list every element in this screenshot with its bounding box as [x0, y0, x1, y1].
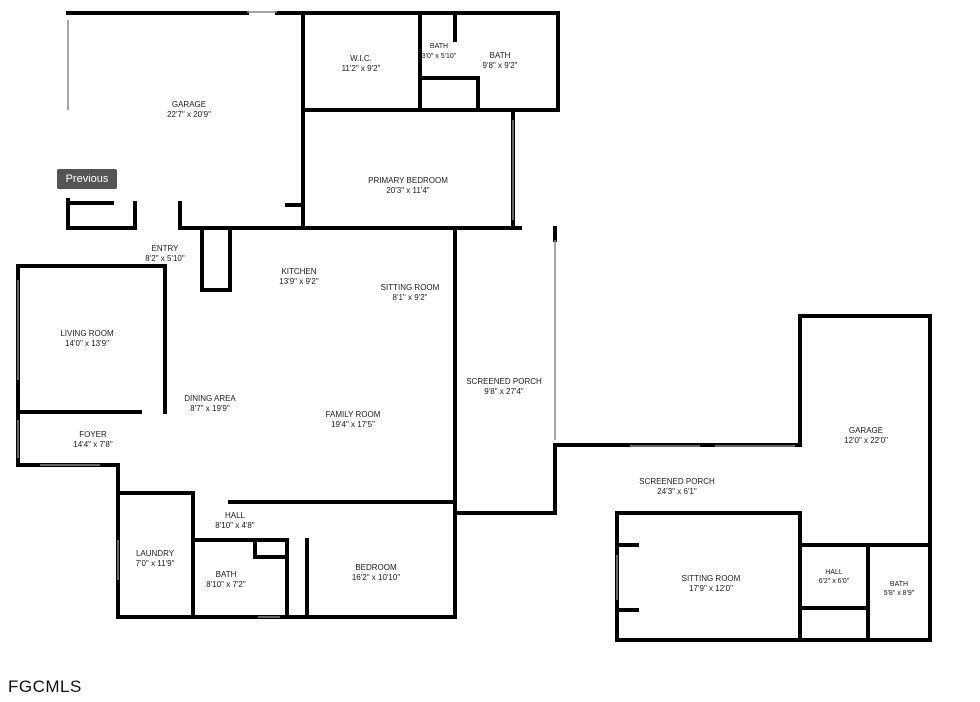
room-name: SITTING ROOM	[381, 283, 440, 292]
room-dims: 7'0" x 11'9"	[136, 559, 175, 568]
room-dims: 8'10" x 7'2"	[206, 580, 246, 589]
room-dims: 22'7" x 20'9"	[167, 110, 211, 119]
room-dims: 13'9" x 9'2"	[279, 277, 319, 286]
room-bath-small: BATH 3'0" x 5'10"	[422, 43, 457, 60]
room-name: W.I.C.	[350, 54, 372, 63]
room-entry: ENTRY 8'2" x 5'10"	[145, 244, 185, 263]
room-garage-main: GARAGE 22'7" x 20'9"	[167, 100, 211, 119]
room-name: PRIMARY BEDROOM	[368, 176, 448, 185]
room-dims: 9'8" x 27'4"	[484, 387, 524, 396]
room-dims: 8'10" x 4'8"	[215, 521, 255, 530]
room-dims: 20'3" x 11'4"	[386, 186, 429, 195]
room-screened-porch-1: SCREENED PORCH 9'8" x 27'4"	[466, 377, 542, 396]
room-name: SCREENED PORCH	[466, 377, 542, 386]
room-dining-area: DINING AREA 8'7" x 19'9"	[184, 394, 236, 413]
room-sitting-room-1: SITTING ROOM 8'1" x 9'2"	[381, 283, 440, 302]
room-bath-3: BATH 5'8" x 8'9"	[884, 581, 915, 597]
room-foyer: FOYER 14'4" x 7'8"	[73, 430, 113, 449]
room-name: BATH	[430, 43, 448, 50]
room-bedroom: BEDROOM 16'2" x 10'10"	[352, 563, 400, 582]
walls	[16, 11, 932, 642]
room-name: GARAGE	[172, 100, 206, 109]
room-dims: 8'2" x 5'10"	[145, 254, 185, 263]
room-dims: 16'2" x 10'10"	[352, 573, 400, 582]
room-name: FAMILY ROOM	[326, 410, 381, 419]
room-name: LAUNDRY	[136, 549, 175, 558]
room-garage-2: GARAGE 12'0" x 22'0"	[844, 426, 888, 445]
mls-logo: FGCMLS	[8, 677, 82, 696]
room-dims: 14'0" x 13'9"	[65, 339, 109, 348]
room-dims: 11'2" x 9'2"	[342, 64, 381, 73]
room-dims: 8'1" x 9'2"	[393, 293, 428, 302]
room-primary-bedroom: PRIMARY BEDROOM 20'3" x 11'4"	[368, 176, 448, 195]
room-name: FOYER	[79, 430, 107, 439]
room-family-room: FAMILY ROOM 19'4" x 17'5"	[326, 410, 381, 429]
room-bath-2: BATH 8'10" x 7'2"	[206, 570, 246, 589]
room-dims: 12'0" x 22'0"	[844, 436, 888, 445]
room-sitting-room-2: SITTING ROOM 17'9" x 12'0"	[682, 574, 741, 593]
room-laundry: LAUNDRY 7'0" x 11'9"	[136, 549, 175, 568]
room-dims: 9'8" x 9'2"	[483, 61, 518, 70]
room-dims: 6'2" x 6'0"	[819, 578, 850, 585]
room-name: LIVING ROOM	[60, 329, 114, 338]
room-hall-2: HALL 6'2" x 6'0"	[819, 569, 850, 585]
room-screened-porch-2: SCREENED PORCH 24'3" x 6'1"	[639, 477, 715, 496]
room-name: BEDROOM	[355, 563, 397, 572]
room-dims: 8'7" x 19'9"	[190, 404, 230, 413]
room-name: BATH	[890, 581, 908, 588]
room-name: HALL	[225, 511, 246, 520]
room-living-room: LIVING ROOM 14'0" x 13'9"	[60, 329, 114, 348]
windows	[17, 11, 795, 618]
room-name: SCREENED PORCH	[639, 477, 715, 486]
room-dims: 14'4" x 7'8"	[73, 440, 113, 449]
room-hall-1: HALL 8'10" x 4'8"	[215, 511, 255, 530]
room-dims: 5'8" x 8'9"	[884, 590, 915, 597]
room-name: KITCHEN	[281, 267, 316, 276]
room-name: DINING AREA	[184, 394, 236, 403]
room-bath-primary: BATH 9'8" x 9'2"	[483, 51, 518, 70]
previous-button[interactable]: Previous	[57, 169, 117, 189]
room-name: SITTING ROOM	[682, 574, 741, 583]
room-dims: 17'9" x 12'0"	[689, 584, 733, 593]
room-kitchen: KITCHEN 13'9" x 9'2"	[279, 267, 319, 286]
room-dims: 3'0" x 5'10"	[422, 53, 457, 60]
room-wic: W.I.C. 11'2" x 9'2"	[342, 54, 381, 73]
room-name: ENTRY	[152, 244, 180, 253]
room-dims: 24'3" x 6'1"	[657, 487, 697, 496]
room-dims: 19'4" x 17'5"	[331, 420, 375, 429]
room-name: BATH	[490, 51, 511, 60]
room-name: HALL	[825, 569, 843, 576]
room-name: GARAGE	[849, 426, 883, 435]
room-name: BATH	[216, 570, 237, 579]
